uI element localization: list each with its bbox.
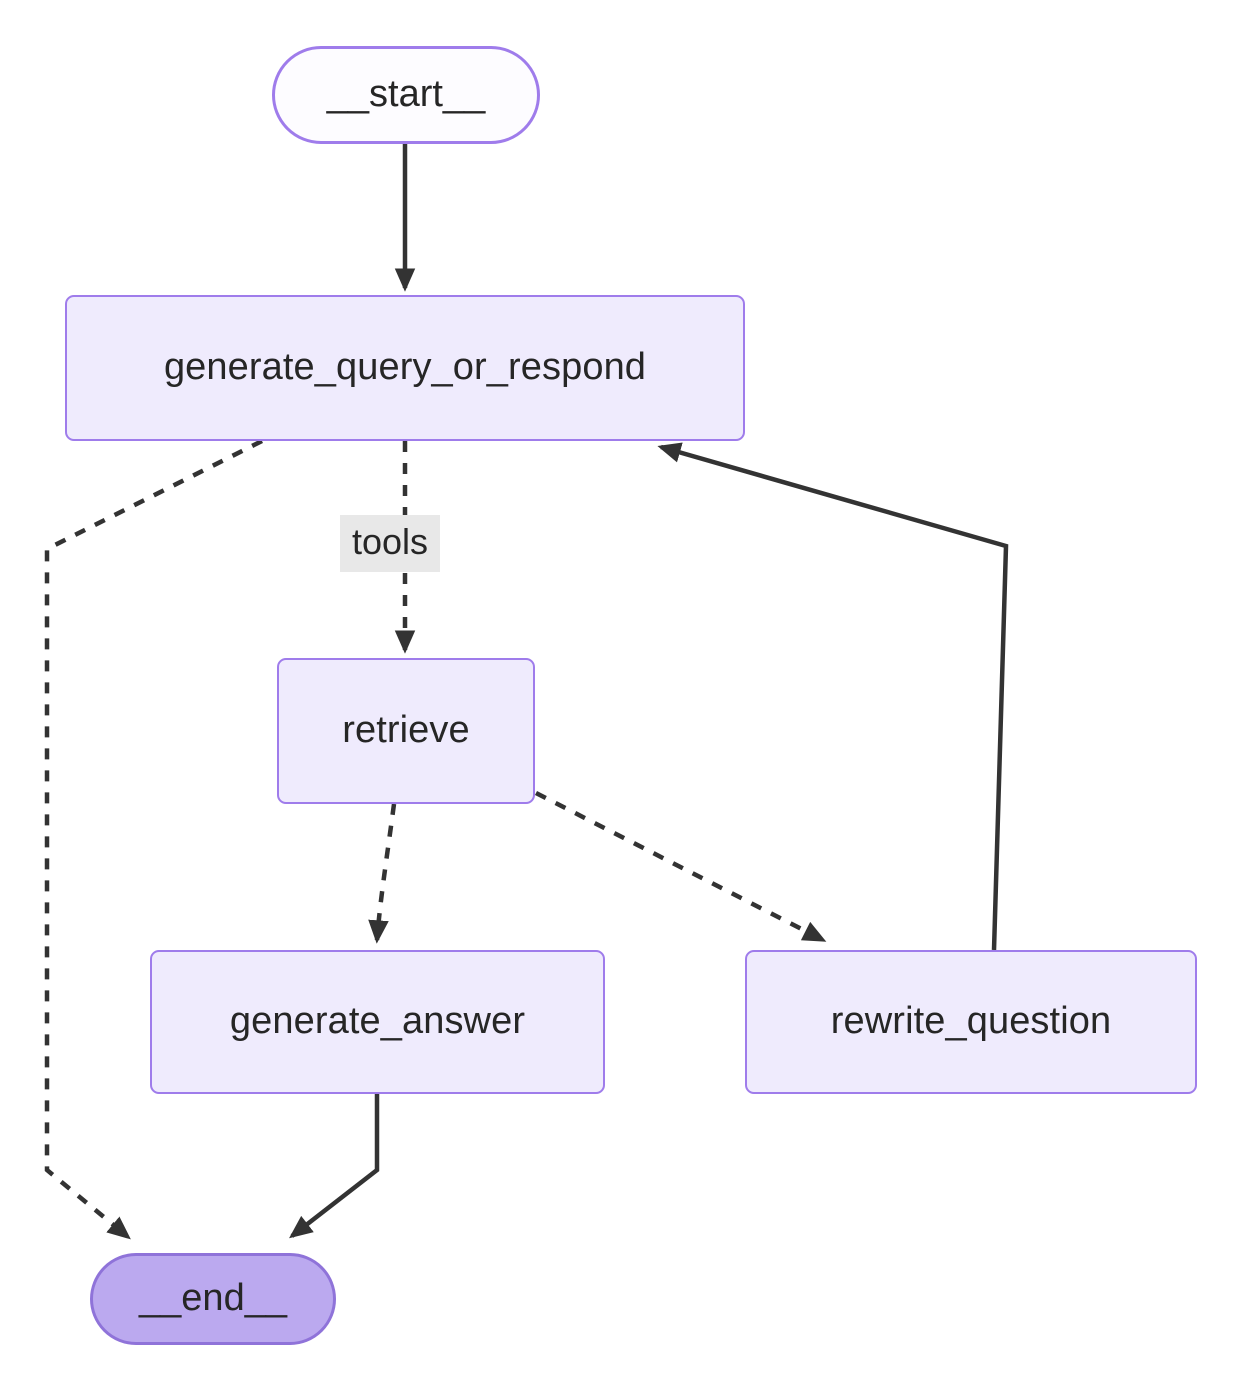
- node-generate-query-or-respond[interactable]: generate_query_or_respond: [65, 295, 745, 441]
- node-start[interactable]: __start__: [272, 46, 540, 144]
- node-rewrite-question-label: rewrite_question: [830, 1000, 1112, 1042]
- node-generate-answer[interactable]: generate_answer: [150, 950, 605, 1094]
- edge-generate-answer-to-end: [289, 1094, 380, 1239]
- node-rewrite-question[interactable]: rewrite_question: [745, 950, 1197, 1094]
- node-retrieve[interactable]: retrieve: [277, 658, 535, 804]
- edge-retrieve-to-rewrite-question: [534, 790, 827, 943]
- edge-label-tools: tools: [340, 515, 441, 572]
- node-end-label: __end__: [139, 1277, 287, 1319]
- node-retrieve-label: retrieve: [342, 709, 470, 751]
- node-start-label: __start__: [326, 73, 486, 115]
- node-generate-answer-label: generate_answer: [229, 1000, 526, 1042]
- edge-retrieve-to-generate-answer: [368, 803, 397, 944]
- node-generate-query-or-respond-label: generate_query_or_respond: [163, 346, 647, 388]
- edge-rewrite-question-to-generate-query-or-respond: [657, 442, 1009, 951]
- node-end[interactable]: __end__: [90, 1253, 336, 1345]
- edge-generate-query-or-respond-to-end: [44, 438, 264, 1240]
